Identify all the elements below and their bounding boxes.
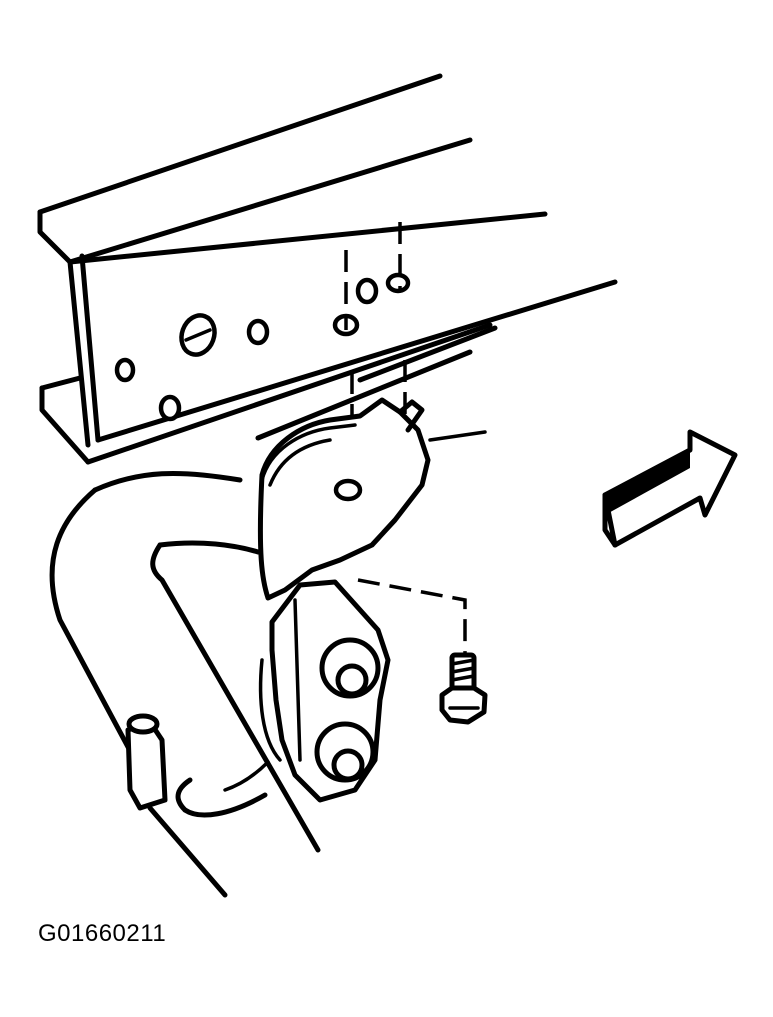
frame-rail: [37, 73, 618, 465]
pipes: [49, 470, 321, 898]
pipe-clamp: [258, 579, 391, 803]
figure-id-label: G01660211: [38, 920, 167, 947]
mounting-bracket: [257, 397, 431, 601]
frame-holes: [114, 272, 411, 422]
front-direction-arrow: [602, 429, 738, 548]
bolt: [439, 652, 488, 725]
